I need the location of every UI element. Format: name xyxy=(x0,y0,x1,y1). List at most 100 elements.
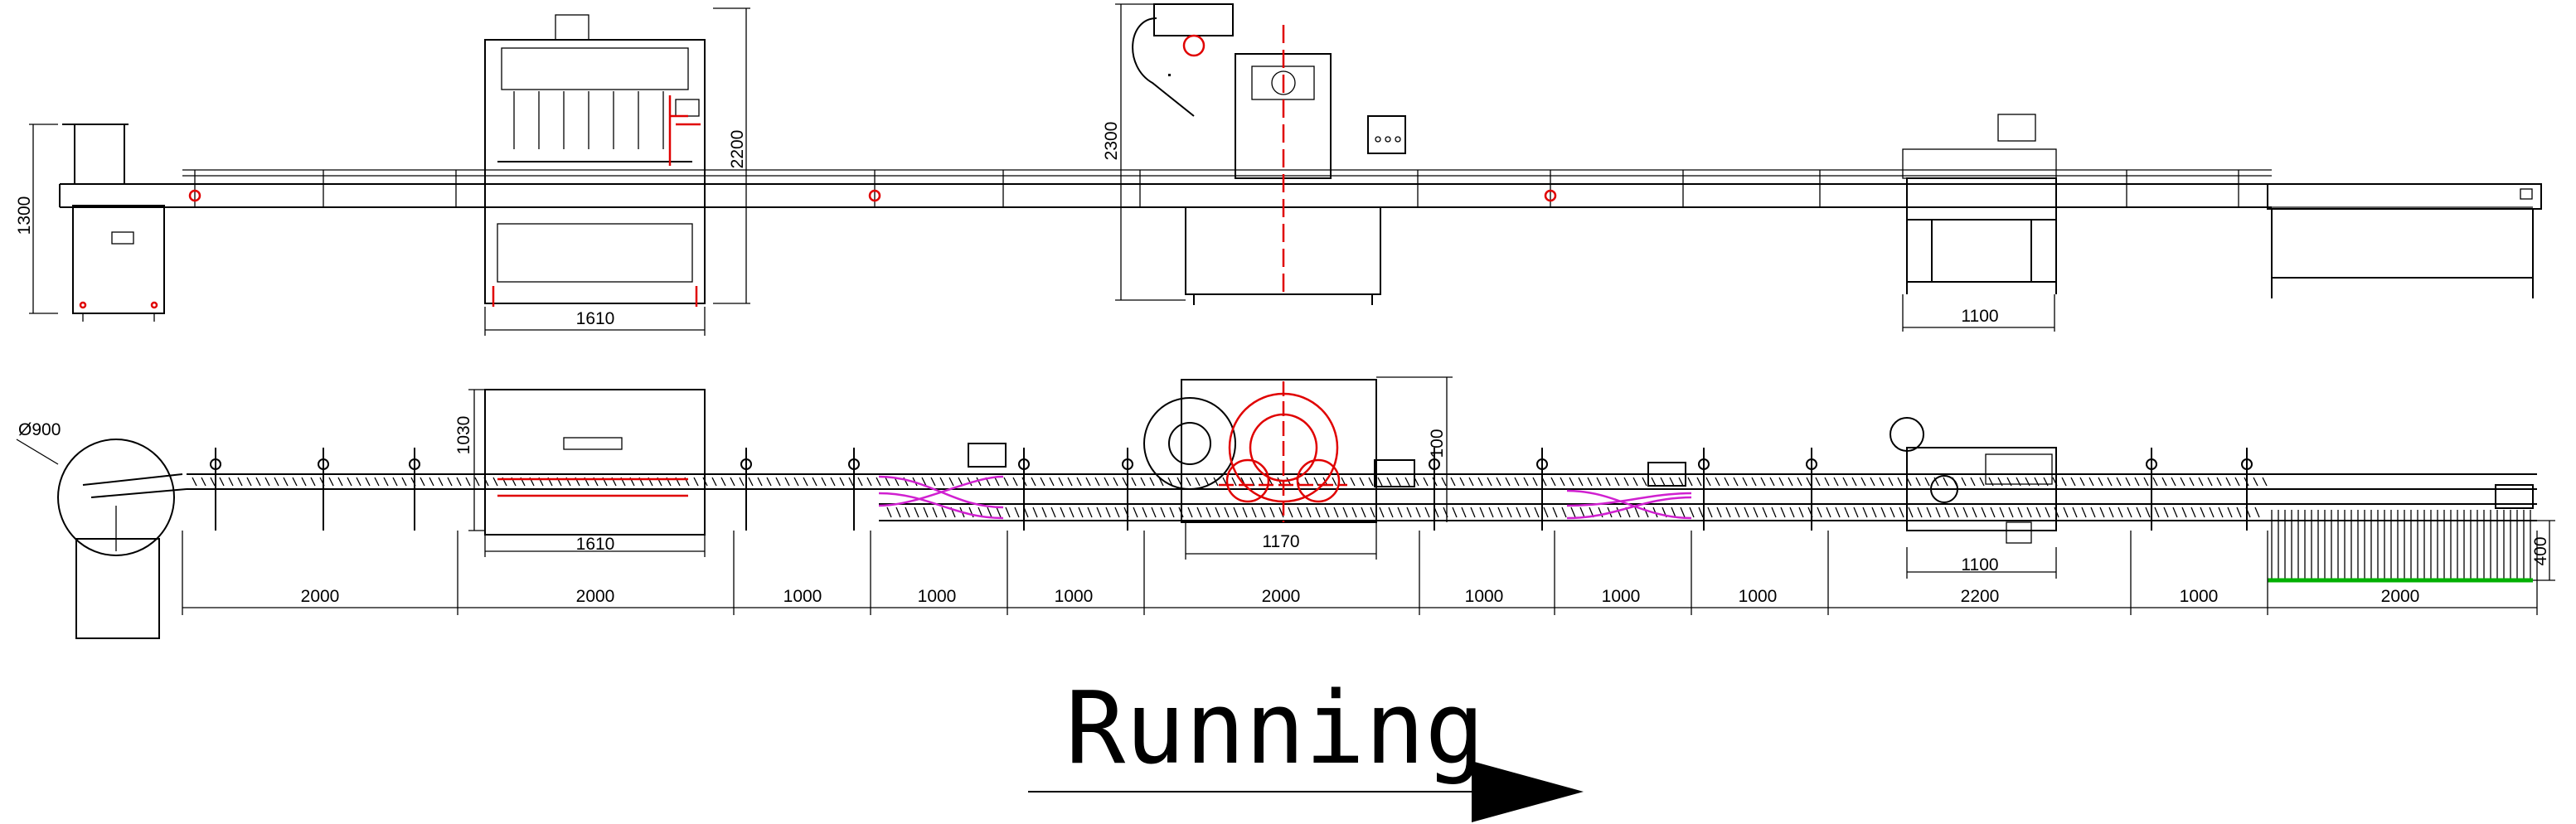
chain-link xyxy=(1461,507,1467,518)
chain-link xyxy=(1879,477,1885,487)
post-foot xyxy=(1122,458,1133,470)
post-foot xyxy=(210,458,221,470)
chain-link xyxy=(1012,477,1018,487)
chain-link xyxy=(1251,507,1257,518)
chain-link xyxy=(1397,507,1403,518)
chain-link xyxy=(2116,477,2122,487)
chain-link xyxy=(1871,507,1877,518)
post-foot xyxy=(1429,458,1440,470)
post-foot xyxy=(2241,458,2253,470)
chain-link xyxy=(1386,477,1392,487)
chain-link xyxy=(1771,507,1777,518)
chain-link xyxy=(1707,507,1713,518)
chain-link xyxy=(2088,477,2094,487)
chain-link xyxy=(693,477,699,487)
segment-dim-2: 2000 xyxy=(576,587,615,606)
chain-link xyxy=(976,477,982,487)
plan-end-table xyxy=(2268,484,2555,583)
plan-view: Ø900 1030 1610 1170 100 1100 400 xyxy=(16,376,2555,639)
chain-link xyxy=(2218,507,2224,518)
chain-link xyxy=(1078,507,1084,518)
chain-link xyxy=(1596,477,1602,487)
chain-link xyxy=(1778,477,1784,487)
plan-turntable xyxy=(16,439,187,639)
chain-link xyxy=(1924,477,1930,487)
filler-width-label-elevation: 1610 xyxy=(576,309,615,328)
chain-link xyxy=(941,507,947,518)
chain-link xyxy=(1687,477,1693,487)
chain-link xyxy=(1133,507,1138,518)
chain-link xyxy=(720,477,726,487)
chain-link xyxy=(948,477,954,487)
post-foot xyxy=(1698,458,1710,470)
chain-link xyxy=(1751,477,1757,487)
chain-link xyxy=(839,477,845,487)
chain-link xyxy=(2161,477,2167,487)
chain-link xyxy=(1506,507,1512,518)
chain-link xyxy=(1087,507,1093,518)
chain-link xyxy=(1972,507,1977,518)
chain-link xyxy=(474,477,480,487)
chain-link xyxy=(2236,507,2242,518)
chain-link xyxy=(2026,507,2032,518)
capper-depth-label: 100 xyxy=(1428,429,1447,458)
chain-link xyxy=(1696,477,1702,487)
chain-link xyxy=(392,477,398,487)
chain-link xyxy=(2225,477,2231,487)
chain-link xyxy=(292,477,298,487)
chain-link xyxy=(994,477,1000,487)
chain-link xyxy=(1669,477,1675,487)
chain-link xyxy=(775,477,781,487)
chain-link xyxy=(1853,507,1859,518)
chain-link xyxy=(1169,507,1175,518)
post-foot xyxy=(1806,458,1817,470)
chain-link xyxy=(1760,477,1766,487)
chain-link xyxy=(420,477,425,487)
chain-link xyxy=(1050,507,1056,518)
chain-link xyxy=(1981,507,1987,518)
chain-link xyxy=(1552,507,1558,518)
chain-link xyxy=(1587,477,1593,487)
chain-link xyxy=(1733,477,1739,487)
chain-link xyxy=(1388,507,1394,518)
chain-link xyxy=(1468,477,1474,487)
post-foot xyxy=(1536,458,1548,470)
chain-link xyxy=(1333,507,1339,518)
chain-link xyxy=(1206,507,1211,518)
chain-link xyxy=(1031,477,1036,487)
chain-link xyxy=(2098,477,2103,487)
chain-link xyxy=(895,507,901,518)
chain-link xyxy=(1351,507,1357,518)
chain-link xyxy=(1151,507,1157,518)
chain-link xyxy=(1578,477,1584,487)
chain-link xyxy=(2072,507,2078,518)
elevation-filler xyxy=(484,7,750,336)
filler-height-label: 2200 xyxy=(728,130,747,169)
chain-link xyxy=(1361,507,1366,518)
chain-link xyxy=(1744,507,1749,518)
chain-link xyxy=(1634,507,1640,518)
chain-link xyxy=(1579,507,1585,518)
chain-link xyxy=(1826,507,1831,518)
chain-link xyxy=(1233,507,1239,518)
chain-link xyxy=(301,477,307,487)
chain-link xyxy=(383,477,389,487)
chain-link xyxy=(246,477,252,487)
chain-link xyxy=(2207,477,2213,487)
chain-link xyxy=(1953,507,1959,518)
segment-dim-6: 2000 xyxy=(1262,587,1301,606)
chain-link xyxy=(2017,507,2023,518)
chain-link xyxy=(2061,477,2067,487)
chain-link xyxy=(757,477,763,487)
chain-link xyxy=(1734,507,1740,518)
chain-link xyxy=(1935,507,1941,518)
chain-link xyxy=(1798,507,1804,518)
chain-link xyxy=(1651,477,1657,487)
chain-link xyxy=(1040,477,1045,487)
chain-link xyxy=(1842,477,1848,487)
chain-link xyxy=(1534,507,1540,518)
chain-link xyxy=(2070,477,2076,487)
plan-conveyor xyxy=(187,448,2537,531)
chain-link xyxy=(987,507,992,518)
chain-link xyxy=(1824,477,1830,487)
